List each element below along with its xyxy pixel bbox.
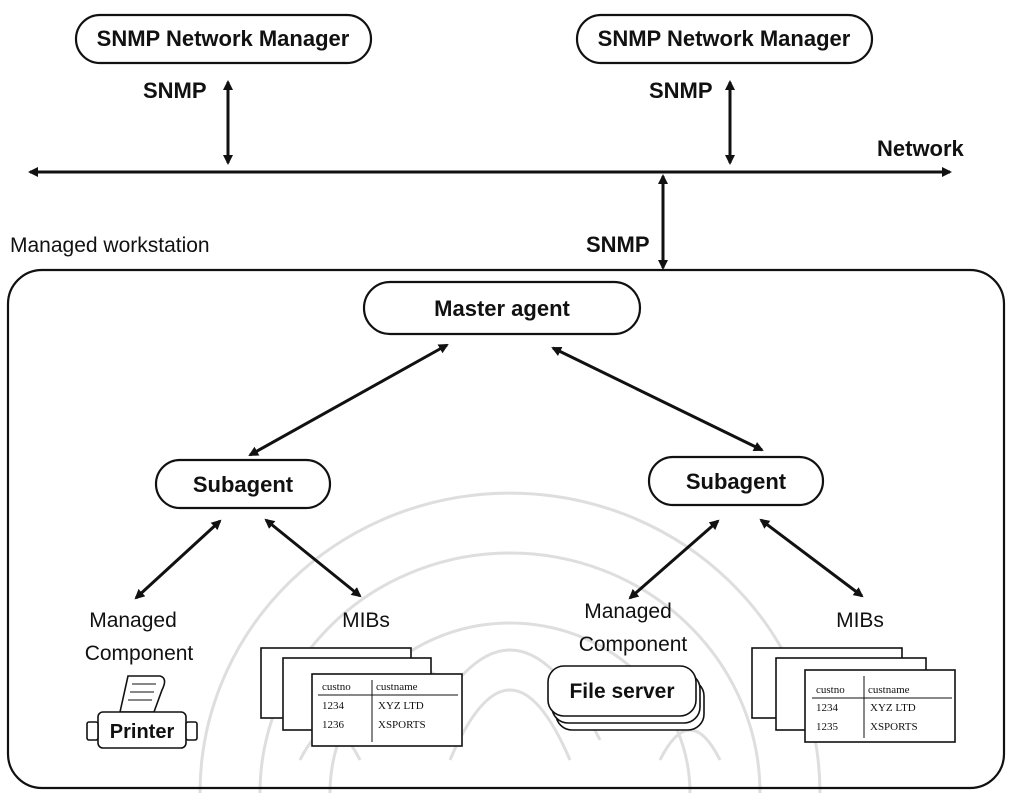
mibs-right-label: MIBs (836, 609, 884, 632)
snmp-label-workstation: SNMP (586, 232, 650, 257)
mib-right-row1-custname: XYZ LTD (870, 702, 916, 714)
svg-text:Subagent: Subagent (193, 472, 294, 497)
mib-right-row2-custname: XSPORTS (870, 721, 918, 733)
arrow-subagent-left-mibs (264, 518, 362, 598)
network-manager-right: SNMP Network Manager (575, 13, 874, 65)
mib-left-row2-custname: XSPORTS (378, 719, 426, 731)
arrow-master-subagent-left (248, 343, 449, 457)
mib-right-header-custname: custname (868, 684, 910, 696)
mib-left-header-custname: custname (376, 681, 418, 693)
network-label: Network (877, 136, 965, 161)
mib-right-row1-custno: 1234 (816, 702, 839, 714)
snmp-label-left-manager: SNMP (143, 78, 207, 103)
mibs-left-tables: custno custname 1234 XYZ LTD 1236 XSPORT… (260, 647, 463, 747)
svg-text:SNMP Network Manager: SNMP Network Manager (97, 26, 350, 51)
mib-left-row1-custno: 1234 (322, 700, 345, 712)
printer-icon: Printer (86, 675, 198, 749)
mib-left-header-custno: custno (322, 681, 351, 693)
arrow-master-subagent-right (551, 346, 764, 452)
arrow-subagent-right-component (628, 519, 720, 600)
mib-left-row2-custno: 1236 (322, 719, 345, 731)
file-server-label: File server (569, 680, 674, 703)
subagent-right: Subagent (647, 455, 825, 507)
snmp-label-right-manager: SNMP (649, 78, 713, 103)
managed-workstation-label: Managed workstation (10, 234, 210, 257)
file-server-icon: File server (547, 665, 705, 731)
mib-right-header-custno: custno (816, 684, 845, 696)
mibs-right-tables: custno custname 1234 XYZ LTD 1235 XSPORT… (751, 647, 956, 743)
arrow-subagent-left-component (134, 519, 222, 600)
printer-label: Printer (110, 721, 175, 743)
managed-component-right-line2: Component (579, 633, 688, 656)
managed-component-left-line1: Managed (89, 609, 177, 632)
svg-text:Master agent: Master agent (434, 296, 570, 321)
subagent-left: Subagent (154, 458, 332, 510)
managed-workstation-box (6, 268, 1006, 790)
mibs-left-label: MIBs (342, 609, 390, 632)
svg-text:Subagent: Subagent (686, 469, 787, 494)
managed-component-left-line2: Component (85, 642, 194, 665)
mib-right-row2-custno: 1235 (816, 721, 839, 733)
mib-left-row1-custname: XYZ LTD (378, 700, 424, 712)
network-manager-left: SNMP Network Manager (74, 13, 373, 65)
arrow-subagent-right-mibs (759, 518, 864, 598)
watermark-seal (198, 491, 822, 793)
master-agent: Master agent (362, 280, 642, 336)
managed-component-right-line1: Managed (584, 600, 672, 623)
svg-text:SNMP Network Manager: SNMP Network Manager (598, 26, 851, 51)
